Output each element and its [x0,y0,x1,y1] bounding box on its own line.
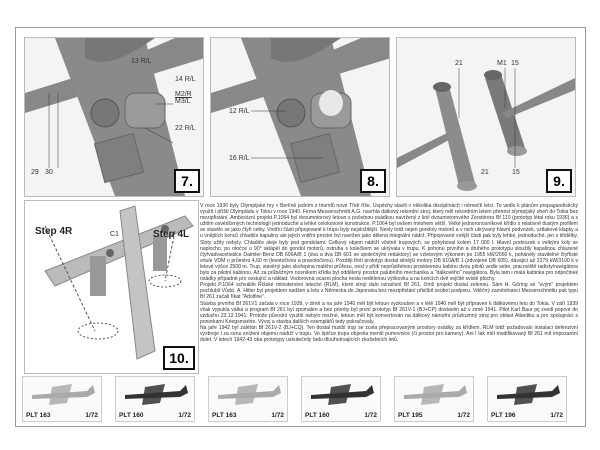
part-label: 15 [512,169,520,176]
step-number: 7. [174,169,200,193]
kit-thumbnail[interactable]: PLT 163 1/72 [22,376,102,422]
step-number: 10. [163,346,195,370]
part-label: M3/L [175,98,191,105]
part-label: 29 [31,169,39,176]
kit-thumbnail[interactable]: PLT 163 1/72 [208,376,288,422]
part-label: C1 [110,231,119,238]
step-4l-label: Step 4L [153,229,190,240]
kit-scale: 1/72 [550,412,563,419]
aircraft-icon [32,384,95,405]
kit-scale: 1/72 [85,412,98,419]
kit-thumbnail[interactable]: PLT 195 1/72 [394,376,474,422]
part-label: 30 [45,169,53,176]
aircraft-icon [404,384,467,405]
kit-code: PLT 195 [398,412,423,419]
kit-thumbnail[interactable]: PLT 160 1/72 [301,376,381,422]
part-label: 12 R/L [229,108,250,115]
wing-nacelle-illustration [211,38,389,196]
part-label: 21 [481,169,489,176]
aircraft-icon [218,384,281,405]
part-label: 15 [511,60,519,67]
kit-code: PLT 196 [491,412,516,419]
part-label: 14 R/L [175,76,196,83]
paragraph: Stavba prvního Bf 261V1 začala v roce 19… [200,300,578,325]
part-label: 16 R/L [229,155,250,162]
kit-thumbnail[interactable]: PLT 196 1/72 [487,376,567,422]
kit-code: PLT 160 [305,412,330,419]
kit-scale: 1/72 [178,412,191,419]
aircraft-icon [311,384,374,405]
step-9-panel: 21 M1 15 21 15 9. [396,37,576,197]
step-number: 9. [546,169,572,193]
step-7-panel: 13 R/L 14 R/L M2/R M3/L 22 R/L 29 30 7. [24,37,204,197]
paragraph: Na jaře 1942 byl zalétán Bf 261V-2 (BJ+C… [200,324,578,344]
kit-scale: 1/72 [457,412,470,419]
kit-scale: 1/72 [364,412,377,419]
part-label: M2/R [175,91,192,98]
wing-nacelle-illustration [25,38,203,196]
kit-thumbnail[interactable]: PLT 160 1/72 [115,376,195,422]
aircraft-icon [497,384,560,405]
step-number: 8. [360,169,386,193]
kit-scale: 1/72 [271,412,284,419]
related-kits: PLT 163 1/72 PLT 160 1/72 PLT 163 1/72 P… [22,376,582,422]
paragraph: V roce 1936 byly Olympijské hry v Berlín… [200,203,578,283]
step-4r-label: Step 4R [35,226,73,237]
step-10-panel: Step 4R Step 4L C1 10. [24,200,199,374]
step-8-panel: 12 R/L 16 R/L 8. [210,37,390,197]
part-label: 13 R/L [131,58,152,65]
part-label: M1 [497,60,507,67]
aircraft-icon [125,384,188,405]
history-text: V roce 1936 byly Olympijské hry v Berlín… [200,203,578,373]
aircraft-assembly-illustration [44,205,194,360]
kit-code: PLT 163 [26,412,51,419]
paragraph: Projekt P.1064 schválilo Říšské minister… [200,282,578,301]
tail-assembly-illustration [397,68,575,191]
part-label: 22 R/L [175,125,196,132]
kit-code: PLT 160 [119,412,144,419]
kit-code: PLT 163 [212,412,237,419]
part-label: 21 [455,60,463,67]
